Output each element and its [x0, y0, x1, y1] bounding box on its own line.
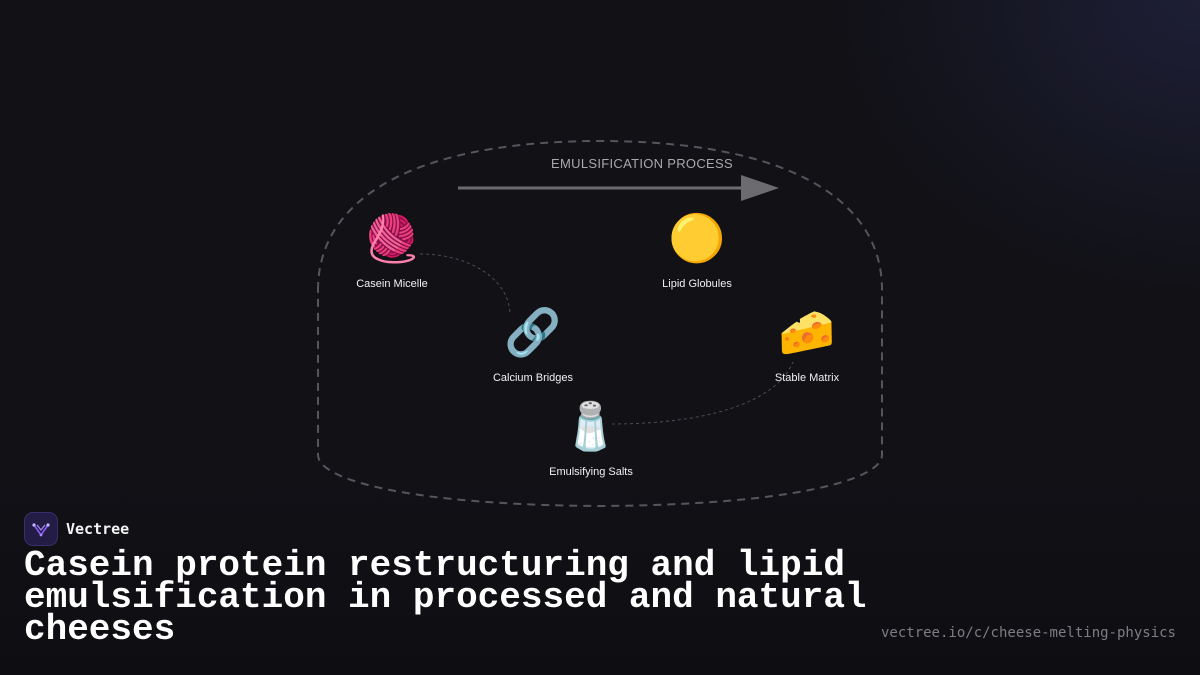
node-lipid-globules: 🟡 Lipid Globules — [617, 210, 777, 290]
connector-casein-calcium — [419, 253, 511, 316]
node-calcium-bridges: 🔗 Calcium Bridges — [453, 304, 613, 384]
node-label: Lipid Globules — [662, 278, 732, 290]
yellow-circle-icon: 🟡 — [668, 211, 726, 265]
salt-shaker-icon: 🧂 — [562, 399, 620, 453]
page-url: vectree.io/c/cheese-melting-physics — [880, 625, 1176, 641]
node-label: Emulsifying Salts — [549, 466, 633, 478]
node-stable-matrix: 🧀 Stable Matrix — [727, 304, 887, 384]
connector-salts-matrix — [611, 361, 794, 425]
yarn-ball-icon: 🧶 — [363, 211, 421, 265]
brand: Vectree — [24, 512, 129, 546]
brand-name: Vectree — [66, 520, 130, 538]
cheese-icon: 🧀 — [778, 305, 836, 359]
node-label: Stable Matrix — [774, 372, 840, 384]
vectree-logo-icon — [24, 512, 58, 546]
node-casein-micelle: 🧶 Casein Micelle — [312, 210, 472, 290]
link-icon: 🔗 — [504, 305, 562, 359]
process-boundary — [317, 139, 883, 508]
page-title: Casein protein restructuring and lipid e… — [24, 545, 867, 650]
process-label: EMULSIFICATION PROCESS — [551, 156, 733, 171]
process-arrow-head — [741, 175, 779, 201]
node-label: Calcium Bridges — [492, 372, 574, 384]
node-label: Casein Micelle — [356, 278, 428, 290]
node-emulsifying-salts: 🧂 Emulsifying Salts — [511, 398, 671, 478]
